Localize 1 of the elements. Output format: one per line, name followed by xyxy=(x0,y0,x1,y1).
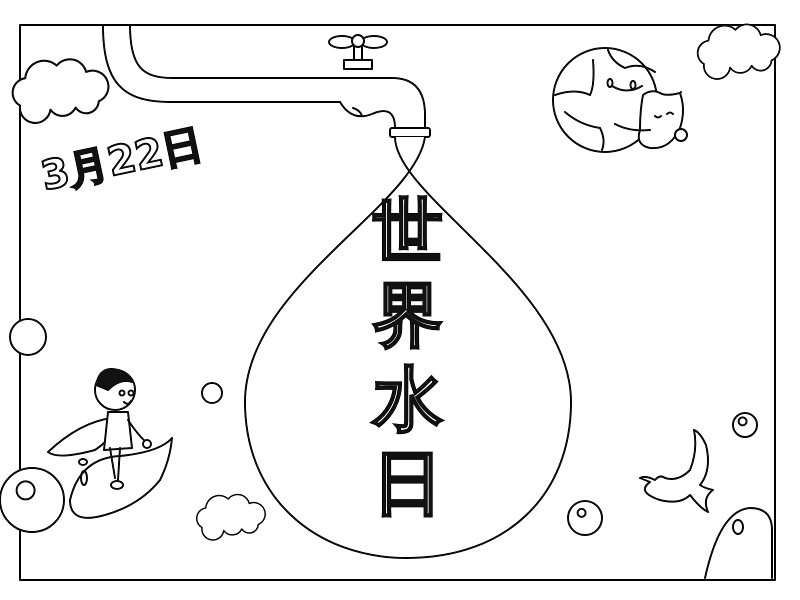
date-label: 3月22日 xyxy=(36,120,208,202)
